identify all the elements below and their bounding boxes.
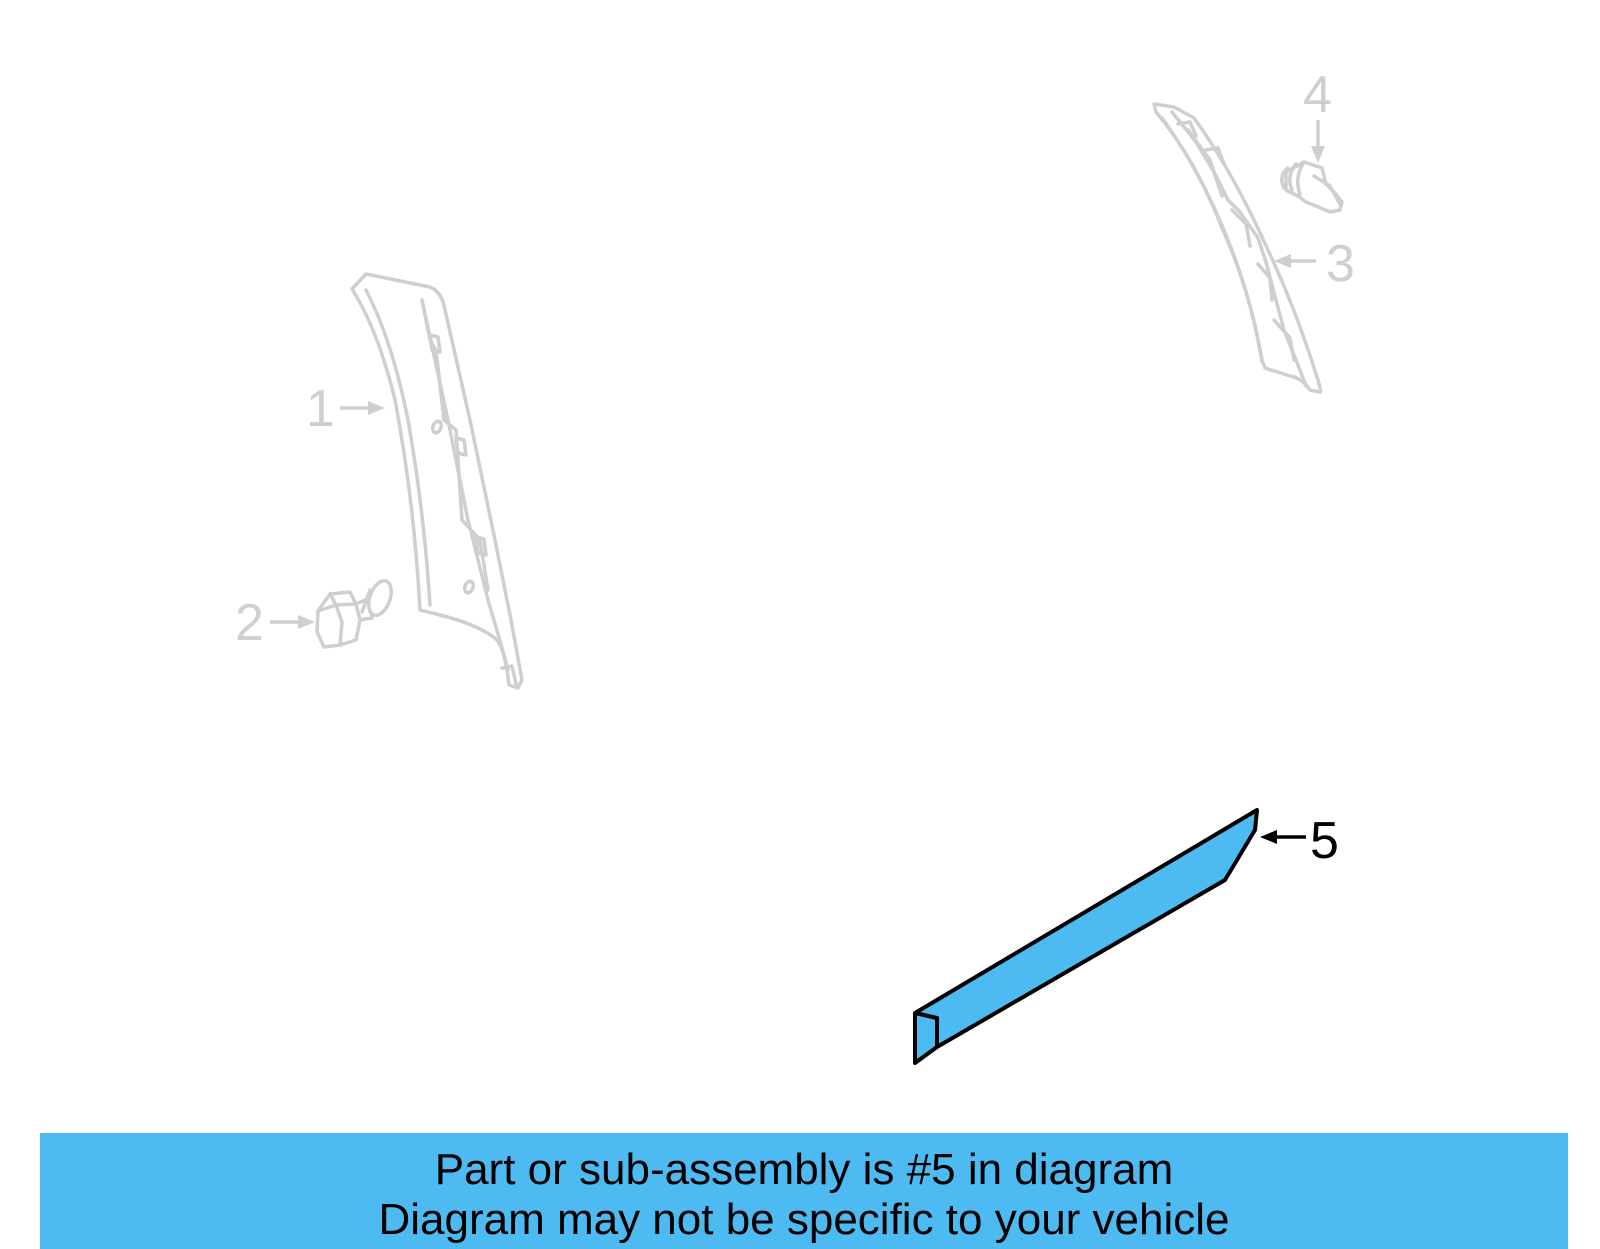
callout-arrowhead-3	[1274, 254, 1291, 268]
banner-line-part-number: Part or sub-assembly is #5 in diagram	[434, 1145, 1174, 1194]
callout-number-5: 5	[1310, 812, 1339, 870]
callout-2: 2	[235, 594, 315, 652]
part-5-end-cap	[914, 1011, 939, 1047]
part-5-body	[913, 808, 1259, 1065]
callout-arrowhead-1	[368, 401, 385, 415]
banner-line-disclaimer: Diagram may not be specific to your vehi…	[378, 1195, 1230, 1244]
part-1-pillar-trim	[350, 272, 524, 690]
callout-4: 4	[1303, 66, 1332, 163]
part-5-molding	[913, 808, 1259, 1065]
callout-number-3: 3	[1326, 235, 1355, 293]
callout-5: 5	[1260, 812, 1339, 870]
callout-arrowhead-5	[1260, 830, 1277, 844]
part-4-push-clip	[1280, 160, 1344, 214]
callout-number-4: 4	[1303, 66, 1332, 124]
callout-number-1: 1	[306, 380, 335, 438]
callout-1: 1	[306, 380, 385, 438]
info-banner: Part or sub-assembly is #5 in diagram Di…	[40, 1133, 1568, 1249]
part-2-clip	[315, 578, 393, 649]
callout-arrowhead-2	[298, 615, 315, 629]
callout-arrowhead-4	[1311, 146, 1325, 163]
callout-3: 3	[1274, 235, 1355, 293]
part-3-pillar-trim	[1152, 102, 1323, 394]
parts-diagram: 1 2 3 4 5	[235, 66, 1355, 1065]
callout-number-2: 2	[235, 594, 264, 652]
